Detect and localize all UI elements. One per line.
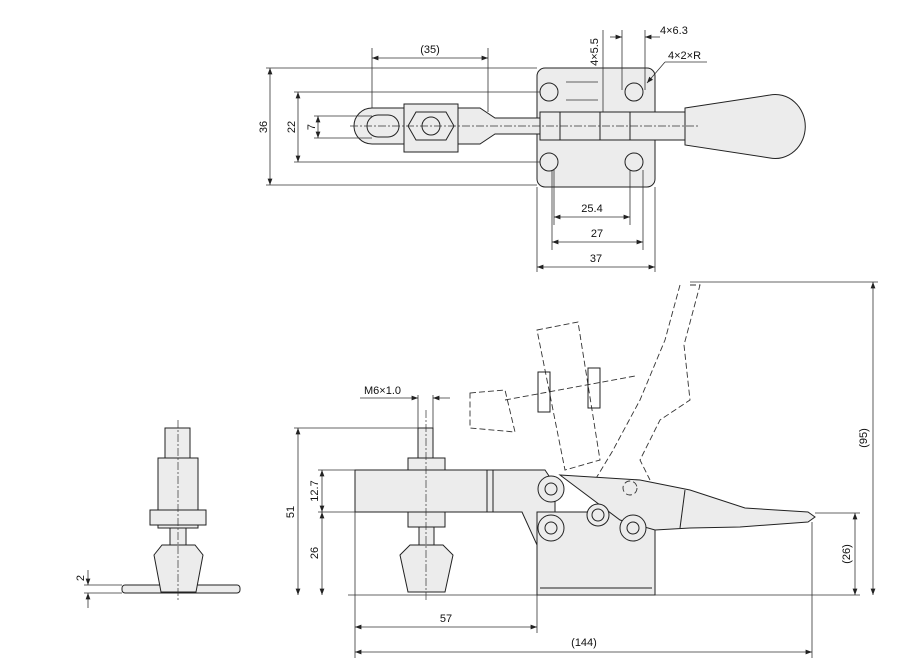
dim-corner-radius: 4×2×R <box>668 50 701 62</box>
dim-thread: M6×1.0 <box>364 385 401 397</box>
dim-hole-pitch-v: 22 <box>286 121 298 133</box>
spindle-tip <box>399 544 454 593</box>
dim-base-width: 37 <box>590 253 602 265</box>
dim-arm-reach: (35) <box>420 44 440 56</box>
dim-arm-height: 26 <box>309 547 321 559</box>
dim-hole-dia: 4×5.5 <box>589 38 601 66</box>
upper-nut <box>407 457 446 471</box>
dim-overall-length: (144) <box>571 637 597 649</box>
dim-hole-pitch-h-b: 27 <box>591 228 603 240</box>
handle <box>558 474 816 531</box>
arm-slot <box>366 114 400 138</box>
front-tip <box>153 544 204 593</box>
lower-nut <box>407 511 446 528</box>
dim-arm-thickness: 12.7 <box>309 480 321 501</box>
dim-base-thickness: 2 <box>75 575 87 581</box>
dim-overall-height: 36 <box>258 121 270 133</box>
top-view: (35) 36 22 7 25.4 27 37 4×5.5 4×6.3 4×2×… <box>258 25 806 272</box>
front-stud <box>164 427 191 459</box>
dim-spindle-offset: 57 <box>440 613 452 625</box>
handle-grip <box>684 94 806 159</box>
open-position-phantom <box>469 284 701 481</box>
pivot-pins <box>537 475 647 542</box>
dim-handle-height: (26) <box>841 544 853 564</box>
dim-slot-width: 7 <box>306 124 318 130</box>
dim-hole-pitch-h-a: 25.4 <box>581 203 602 215</box>
spindle-stud <box>417 427 434 459</box>
dim-counterbore: 4×6.3 <box>660 25 688 37</box>
clamp-arm <box>354 469 556 546</box>
dim-open-height: (95) <box>858 428 870 448</box>
spindle-shaft <box>418 526 435 546</box>
side-view: M6×1.0 51 12.7 26 57 (144) (95) (26) <box>285 281 878 658</box>
front-view: 2 <box>75 420 241 608</box>
dim-overall: 51 <box>285 506 297 518</box>
